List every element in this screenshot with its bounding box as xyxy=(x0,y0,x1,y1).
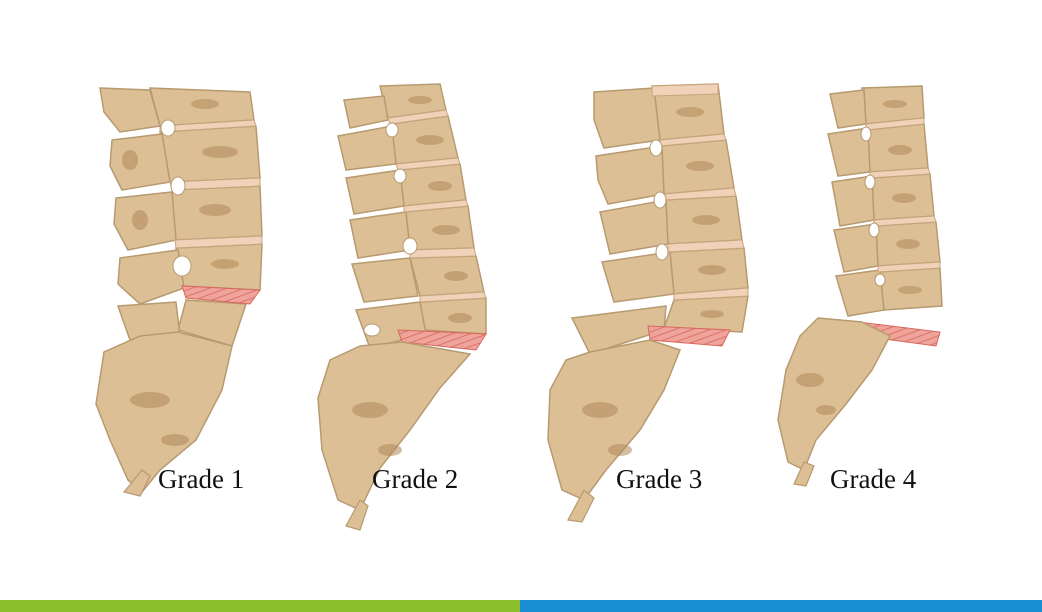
grade-1-label: Grade 1 xyxy=(158,464,245,494)
footer-blue-segment xyxy=(520,600,1042,612)
sacrum xyxy=(317,341,472,511)
grade-2-label: Grade 2 xyxy=(372,464,459,494)
slipped-disc xyxy=(181,285,261,305)
grade-4-label: Grade 4 xyxy=(830,464,917,494)
spine-grade-3 xyxy=(547,83,749,523)
footer-color-bar xyxy=(0,600,1042,612)
sacrum xyxy=(777,317,892,472)
slipped-disc xyxy=(397,329,487,351)
grade-3-label: Grade 3 xyxy=(616,464,703,494)
spine-grade-4 xyxy=(777,85,943,487)
spine-grade-1 xyxy=(95,87,263,497)
sacrum xyxy=(547,339,681,501)
spine-grade-2 xyxy=(317,83,487,531)
slipped-disc xyxy=(647,325,731,347)
footer-green-segment xyxy=(0,600,520,612)
